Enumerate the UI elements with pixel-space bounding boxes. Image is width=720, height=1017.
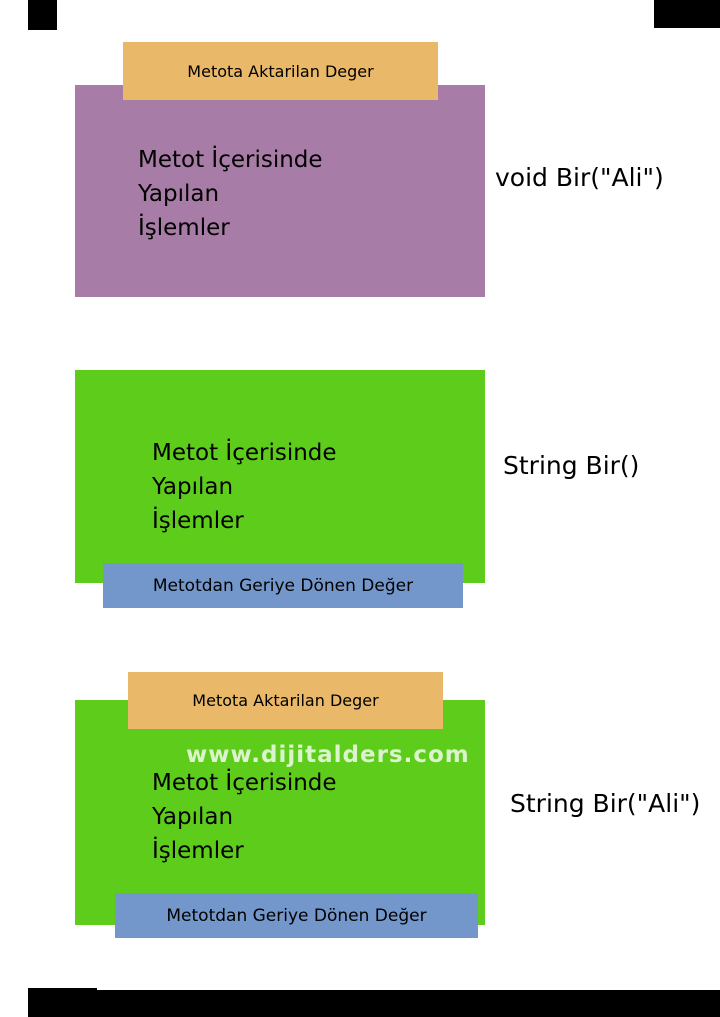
border-mark-top-left (28, 0, 57, 30)
watermark-text: www.dijitalders.com (186, 742, 470, 768)
param-label-block1: Metota Aktarilan Deger (123, 42, 438, 100)
return-label-block3: Metotdan Geriye Dönen Değer (115, 893, 478, 938)
method-body-text-block3: Metot İçerisinde Yapılan İşlemler (152, 770, 337, 864)
border-mark-top-right (654, 0, 720, 28)
method-body-text-block2: Metot İçerisinde Yapılan İşlemler (152, 440, 337, 534)
method-body-block1: Metot İçerisinde Yapılan İşlemler (75, 85, 485, 297)
method-signature-block2: String Bir() (503, 451, 640, 480)
method-body-text-block1: Metot İçerisinde Yapılan İşlemler (138, 147, 323, 241)
param-label-block3: Metota Aktarilan Deger (128, 672, 443, 729)
method-signature-block3: String Bir("Ali") (510, 789, 701, 818)
method-signature-block1: void Bir("Ali") (495, 163, 664, 192)
return-label-block2: Metotdan Geriye Dönen Değer (103, 563, 463, 608)
method-body-block3: Metot İçerisinde Yapılan İşlemler (75, 700, 485, 925)
border-mark-bottom-bar (57, 990, 720, 1017)
method-body-block2: Metot İçerisinde Yapılan İşlemler (75, 370, 485, 583)
